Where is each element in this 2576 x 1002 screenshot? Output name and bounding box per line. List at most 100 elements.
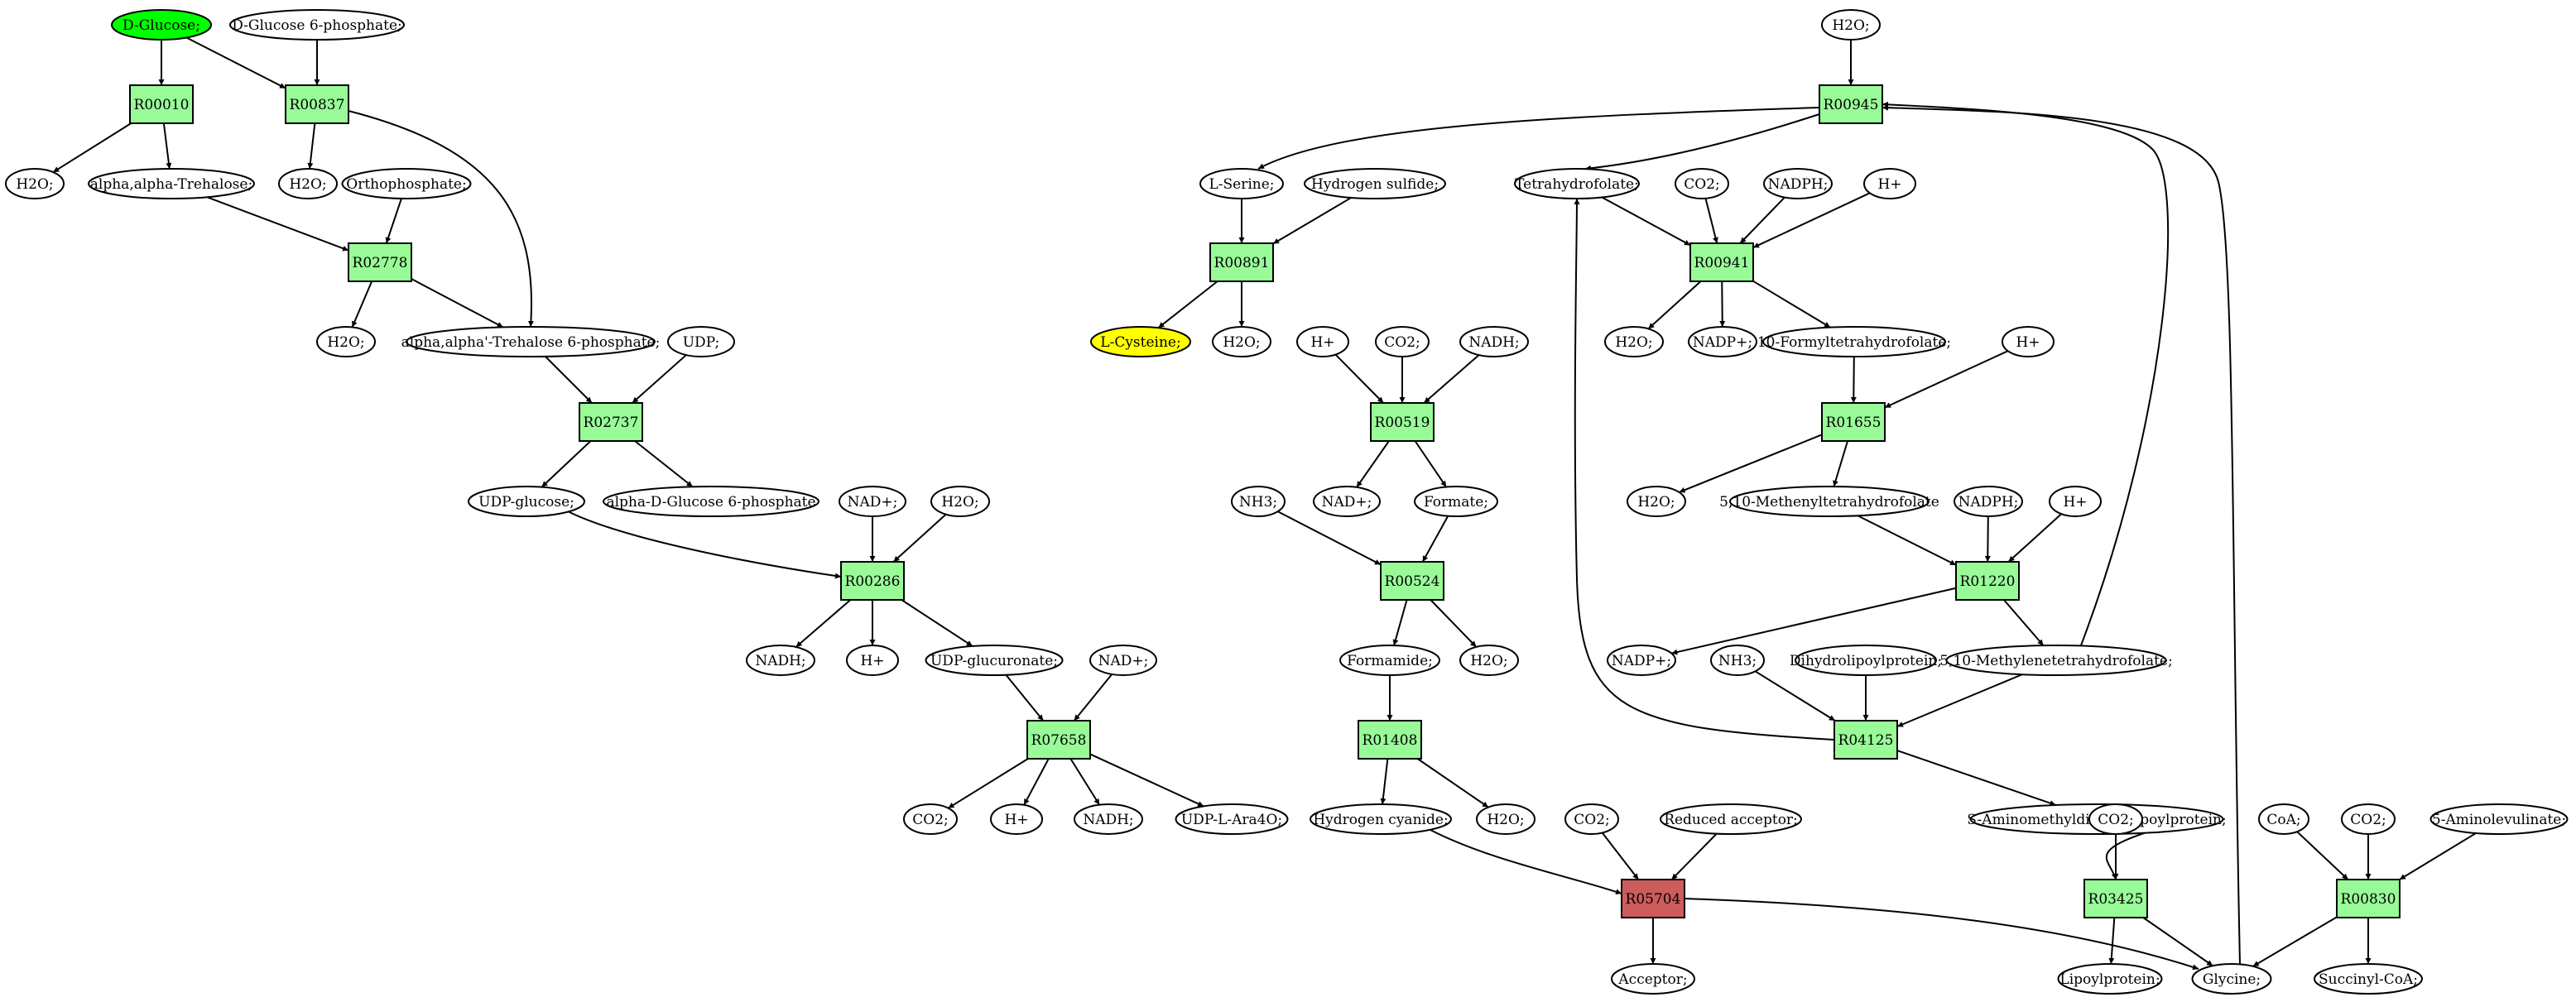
compound-node-serine: L-Serine; — [1199, 168, 1284, 199]
edge-m-nh3-1-to-r-R00524 — [1277, 511, 1382, 566]
compound-label: H+ — [1877, 176, 1901, 193]
compound-ellipse — [316, 326, 376, 357]
reaction-node-r01408: R01408 — [1358, 720, 1422, 760]
edge-m-hcn-to-r-R05704 — [1430, 829, 1622, 895]
compound-label: NADH; — [1083, 812, 1133, 828]
edge-m-hplus-3-to-r-R00519 — [1334, 353, 1384, 404]
edge-m-methylenethf-to-r-R04125 — [1896, 674, 2023, 728]
reaction-node-r01220: R01220 — [1955, 561, 2020, 601]
compound-ellipse — [1074, 803, 1143, 835]
compound-ellipse — [1514, 168, 1640, 199]
compound-label: Tetrahydrofolate; — [1515, 176, 1639, 193]
compound-label: CO2; — [1684, 176, 1720, 193]
reaction-node-r02778: R02778 — [348, 242, 412, 282]
compound-ellipse — [1729, 486, 1930, 517]
compound-node-h2o-9: H2O; — [1627, 486, 1686, 517]
edge-m-methylenethf-to-r-R00945 — [1882, 101, 2170, 646]
reaction-box — [1380, 561, 1444, 601]
edge-r-R00519-to-m-formate — [1414, 440, 1447, 488]
compound-node-h2o-3: H2O; — [316, 326, 376, 357]
edge-r-R00524-to-m-h2o-6 — [1430, 599, 1478, 648]
edge-r-R00941-to-m-h2o-8 — [1647, 280, 1702, 330]
compound-node-co2-1: CO2; — [903, 803, 958, 835]
compound-ellipse — [5, 168, 65, 199]
compound-ellipse — [1339, 645, 1440, 676]
compound-ellipse — [1090, 326, 1191, 357]
compound-label: Acceptor; — [1617, 971, 1687, 988]
compound-node-h2o-5: H2O; — [1212, 326, 1271, 357]
edge-m-hplus-5-to-r-R01655 — [1884, 350, 2009, 409]
compound-node-nadh-3: NADH; — [1459, 326, 1529, 357]
compound-label: alpha-D-Glucose 6-phosphate — [606, 494, 815, 511]
compound-ellipse — [1762, 326, 1946, 357]
compound-node-h2o-4: H2O; — [930, 486, 990, 517]
compound-ellipse — [406, 326, 656, 357]
compound-label: H2O; — [1637, 494, 1675, 511]
compound-node-formate: Formate; — [1414, 486, 1498, 517]
compound-label: NADH; — [755, 653, 805, 669]
reaction-label: R00524 — [1385, 573, 1440, 590]
reaction-node-r07658: R07658 — [1026, 720, 1091, 760]
compound-label: NH3; — [1718, 653, 1757, 669]
edge-r-R02737-to-m-udpglucose — [541, 440, 592, 488]
compound-label: Glycine; — [2203, 971, 2261, 988]
compound-ellipse — [2314, 963, 2423, 995]
compound-label: NAD+; — [1322, 494, 1372, 511]
edge-r-R01408-to-m-h2o-7 — [1416, 758, 1489, 808]
compound-label: H2O; — [1615, 334, 1652, 351]
compound-label: D-Glucose 6-phosphate; — [232, 17, 402, 34]
compound-ellipse — [2002, 326, 2055, 357]
reaction-node-r00945: R00945 — [1819, 84, 1883, 124]
compound-ellipse — [990, 803, 1043, 835]
compound-ellipse — [88, 168, 255, 199]
compound-ellipse — [839, 486, 906, 517]
reaction-node-r00519: R00519 — [1370, 402, 1435, 442]
edge-r-R01220-to-m-nadp-2 — [1671, 587, 1957, 655]
reaction-label: R00519 — [1375, 415, 1430, 431]
edge-m-hplus-4-to-r-R00941 — [1752, 192, 1871, 249]
compound-label: H2O; — [1470, 653, 1507, 669]
reaction-label: R00010 — [134, 97, 190, 113]
compound-node-succoa: Succinyl-CoA; — [2314, 963, 2423, 995]
compound-node-nadp-l1: NAD+; — [839, 486, 906, 517]
compound-node-dihydrolipoyl: Dihydrolipoylprotein; — [1790, 645, 1942, 676]
edge-r-R00837-to-m-h2o-2 — [307, 122, 316, 170]
compound-label: D-Glucose; — [123, 17, 200, 34]
compound-label: H2O; — [1832, 17, 1869, 34]
compound-ellipse — [1089, 645, 1157, 676]
compound-node-methylenethf: 5,10-Methylenetetrahydrofolate; — [1939, 645, 2173, 676]
compound-ellipse — [1459, 326, 1529, 357]
reaction-node-r00891: R00891 — [1209, 242, 1274, 282]
compound-label: NADP+; — [1693, 334, 1752, 351]
reaction-box — [1819, 84, 1883, 124]
reaction-node-r00524: R00524 — [1380, 561, 1444, 601]
compound-label: NADH; — [1468, 334, 1519, 351]
compound-label: H+ — [2063, 494, 2087, 511]
compound-label: H2O; — [941, 494, 978, 511]
reaction-label: R01408 — [1362, 732, 1418, 749]
edge-m-ala-to-r-R00830 — [2399, 832, 2477, 880]
compound-label: NADPH; — [1958, 494, 2019, 511]
edge-m-co2-4-to-r-R00941 — [1704, 198, 1718, 244]
compound-label: H2O; — [16, 176, 53, 193]
compound-ellipse — [1604, 326, 1664, 357]
compound-ellipse — [2341, 803, 2396, 835]
compound-ellipse — [603, 486, 819, 517]
compound-node-co2-6: CO2; — [2341, 803, 2396, 835]
compound-ellipse — [846, 645, 899, 676]
compound-node-trehalose: alpha,alpha-Trehalose; — [88, 168, 255, 199]
compound-ellipse — [2088, 803, 2143, 835]
compound-label: Dihydrolipoylprotein; — [1790, 653, 1942, 669]
edge-r-R00891-to-m-cysteine — [1157, 280, 1218, 328]
compound-ellipse — [1607, 645, 1676, 676]
compound-ellipse — [2258, 803, 2309, 835]
compound-ellipse — [111, 9, 212, 41]
edge-m-trehalose-to-r-R02778 — [206, 196, 349, 252]
compound-ellipse — [1763, 168, 1833, 199]
edge-m-h2s-to-r-R00891 — [1272, 197, 1352, 245]
edge-m-udpglucose-to-r-R00286 — [567, 511, 842, 579]
compound-label: Succinyl-CoA; — [2319, 971, 2418, 988]
compound-label: Hydrogen cyanide; — [1313, 812, 1448, 828]
